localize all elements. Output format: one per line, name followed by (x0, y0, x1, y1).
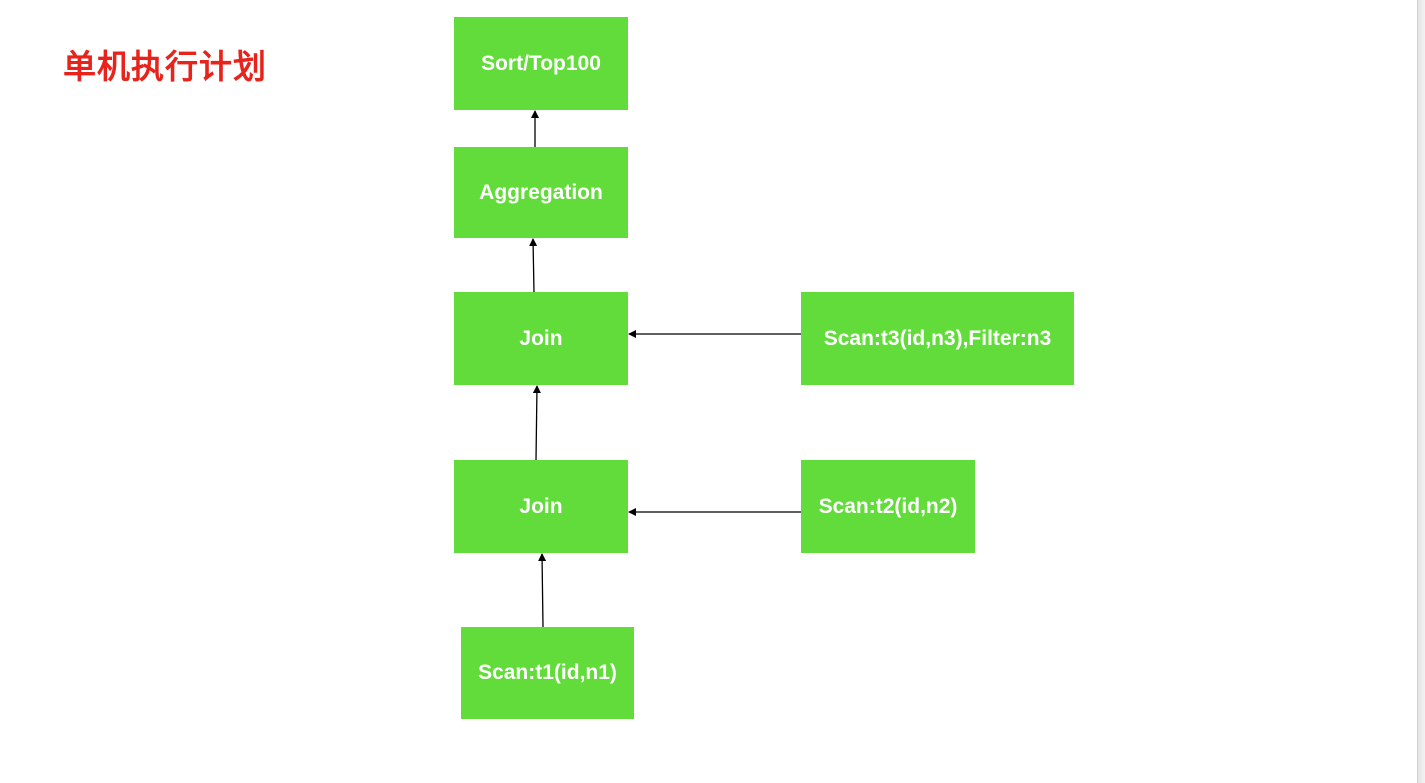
node-sort-top100: Sort/Top100 (454, 17, 628, 110)
page-title: 单机执行计划 (63, 47, 267, 86)
node-join-upper: Join (454, 292, 628, 385)
node-join-lower: Join (454, 460, 628, 553)
edge-scan-t1-to-join-lower (538, 553, 547, 628)
edge-join-lower-to-join-upper (532, 385, 541, 461)
node-scan-t3-filter: Scan:t3(id,n3),Filter:n3 (801, 292, 1074, 385)
node-scan-t1: Scan:t1(id,n1) (461, 627, 634, 719)
scrollbar-track[interactable] (1417, 0, 1425, 783)
edge-join-upper-to-aggregation (529, 238, 538, 293)
node-aggregation: Aggregation (454, 147, 628, 238)
node-scan-t2: Scan:t2(id,n2) (801, 460, 975, 553)
